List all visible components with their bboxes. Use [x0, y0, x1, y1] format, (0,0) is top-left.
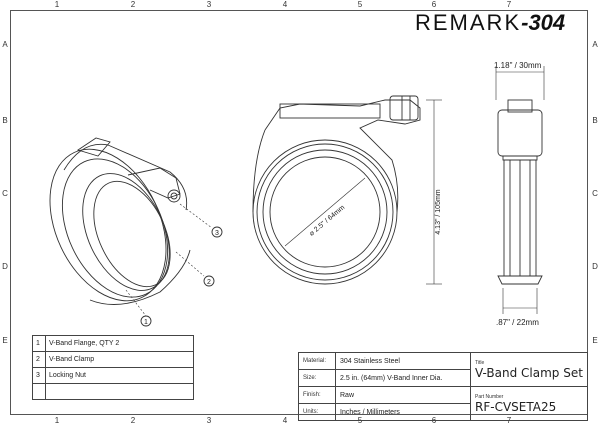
title-block: Material: 304 Stainless Steel Title V-Ba… [298, 352, 588, 421]
grid-col-2-top: 2 [130, 0, 136, 9]
part-number: RF-CVSETA25 [475, 399, 557, 414]
brand-logo: REMARK-304 [415, 10, 565, 36]
finish-label: Finish: [298, 386, 336, 404]
finish-value: Raw [335, 386, 471, 404]
grid-row-a-left: A [2, 40, 8, 49]
grid-col-6-bottom: 6 [431, 416, 437, 425]
material-label: Material: [298, 352, 336, 370]
grid-row-d-right: D [592, 262, 598, 271]
part-num: 2 [32, 351, 46, 368]
grid-col-4-bottom: 4 [282, 416, 288, 425]
grid-row-b-left: B [2, 116, 8, 125]
part-num: 1 [32, 335, 46, 352]
parts-row [32, 383, 194, 400]
brand-prefix: REMARK [415, 10, 522, 35]
depth-dimension: .87" / 22mm [496, 318, 539, 327]
width-dimension: 1.18" / 30mm [494, 61, 542, 70]
grid-row-d-left: D [2, 262, 8, 271]
size-value: 2.5 in. (64mm) V-Band Inner Dia. [335, 369, 471, 387]
grid-col-5-bottom: 5 [357, 416, 363, 425]
inner-dia-dimension: ⌀ 2.5" / 64mm [308, 204, 346, 238]
grid-col-2-bottom: 2 [130, 416, 136, 425]
units-value: Inches / Millimeters [335, 403, 471, 421]
callout-circle-3 [211, 226, 223, 238]
brand-suffix: -304 [521, 10, 566, 35]
part-desc: V-Band Flange, QTY 2 [45, 335, 194, 352]
part-num: 3 [32, 367, 46, 384]
grid-row-e-left: E [2, 336, 8, 345]
part-number-cell: Part Number RF-CVSETA25 [470, 386, 588, 421]
grid-col-4-top: 4 [282, 0, 288, 9]
grid-col-6-top: 6 [431, 0, 437, 9]
side-view [497, 99, 543, 285]
parts-row: 1 V-Band Flange, QTY 2 [32, 335, 194, 352]
title-caption: Title [475, 359, 485, 366]
side-dimensions [495, 66, 545, 314]
grid-col-7-bottom: 7 [506, 416, 512, 425]
drawing-title: V-Band Clamp Set [475, 365, 583, 380]
parts-row: 3 Locking Nut [32, 367, 194, 384]
material-value: 304 Stainless Steel [335, 352, 471, 370]
height-dimension: 4.13" / 105mm [435, 189, 442, 234]
grid-row-e-right: E [592, 336, 598, 345]
parts-list: 1 V-Band Flange, QTY 2 2 V-Band Clamp 3 … [32, 335, 194, 400]
front-view [252, 95, 421, 285]
part-desc: Locking Nut [45, 367, 194, 384]
callout-leaders [125, 203, 213, 317]
front-dimensions [284, 99, 442, 285]
grid-col-7-top: 7 [506, 0, 512, 9]
units-label: Units: [298, 403, 336, 421]
title-cell: Title V-Band Clamp Set [470, 352, 588, 387]
grid-row-b-right: B [592, 116, 598, 125]
grid-row-c-right: C [592, 189, 598, 198]
callout-2: 2 [207, 279, 211, 286]
callout-3: 3 [215, 230, 219, 237]
grid-col-3-top: 3 [206, 0, 212, 9]
grid-row-a-right: A [592, 40, 598, 49]
size-label: Size: [298, 369, 336, 387]
callout-circle-2 [203, 275, 215, 287]
grid-col-1-top: 1 [54, 0, 60, 9]
part-desc: V-Band Clamp [45, 351, 194, 368]
isometric-view [49, 137, 191, 305]
grid-col-5-top: 5 [357, 0, 363, 9]
grid-row-c-left: C [2, 189, 8, 198]
callout-1: 1 [144, 319, 148, 326]
part-number-caption: Part Number [475, 393, 504, 400]
callout-circle-1 [140, 315, 152, 327]
parts-row: 2 V-Band Clamp [32, 351, 194, 368]
grid-col-3-bottom: 3 [206, 416, 212, 425]
grid-col-1-bottom: 1 [54, 416, 60, 425]
